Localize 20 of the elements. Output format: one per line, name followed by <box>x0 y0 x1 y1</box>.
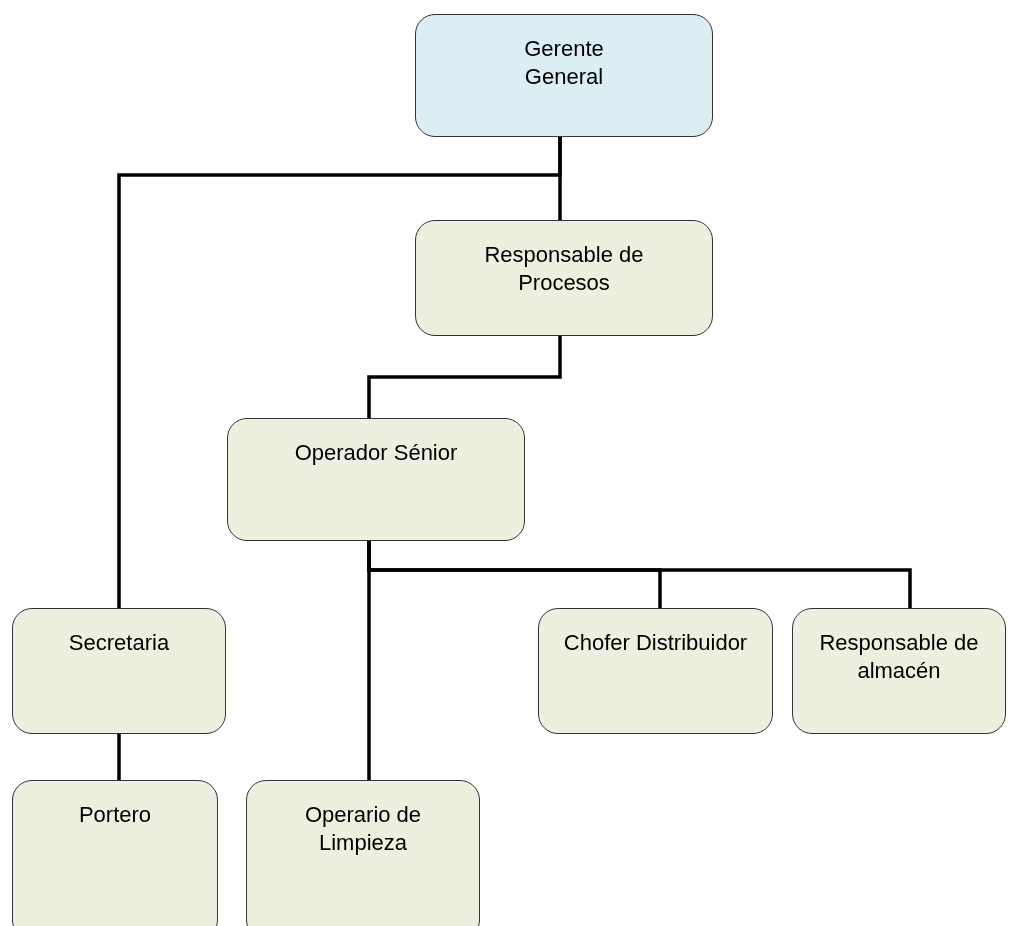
position-title: Operador Sénior <box>293 439 459 467</box>
position-box <box>792 608 1006 734</box>
position-box <box>415 220 713 336</box>
position-title: Portero <box>77 801 153 829</box>
position-box <box>246 780 480 926</box>
position-box <box>227 418 525 541</box>
position-box <box>538 608 773 734</box>
position-box <box>12 608 226 734</box>
position-title: Operario de Limpieza <box>303 801 423 857</box>
connector-line <box>117 734 121 780</box>
position-title: Responsable de almacén <box>818 629 980 685</box>
position-title: Chofer Distribuidor <box>562 629 749 657</box>
position-title: Gerente General <box>523 35 605 91</box>
position-box <box>415 14 713 137</box>
connector-line <box>367 541 371 780</box>
connector-line <box>117 137 562 608</box>
position-box <box>12 780 218 926</box>
position-title: Responsable de Procesos <box>483 241 645 297</box>
connector-line <box>367 336 562 418</box>
position-title: Secretaria <box>67 629 171 657</box>
